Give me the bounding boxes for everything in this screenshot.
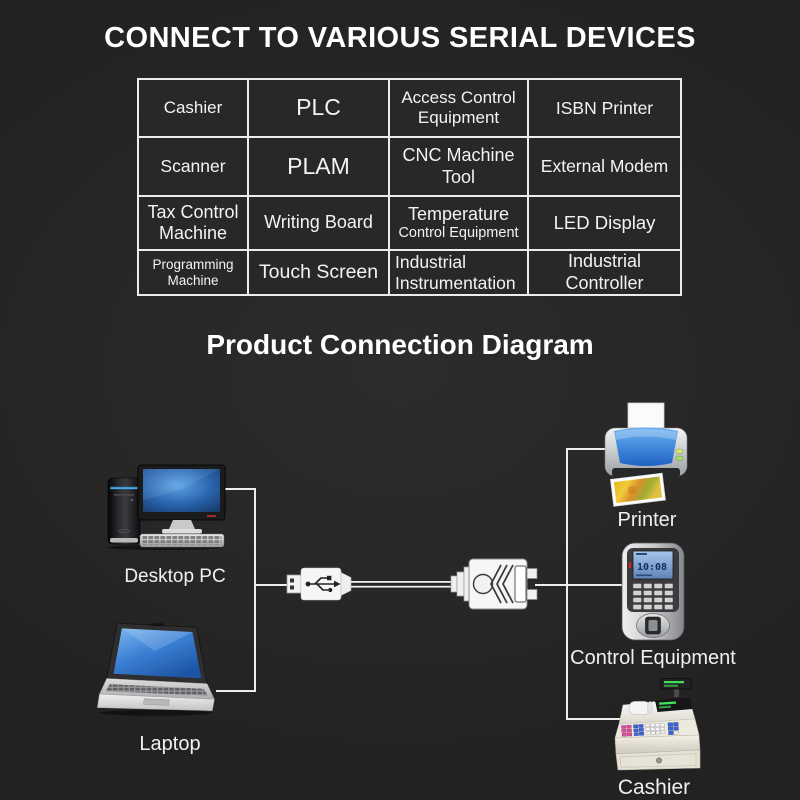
connector-line-cashier xyxy=(567,718,620,720)
table-cell: PLAM xyxy=(249,138,388,195)
cell-line: Programming xyxy=(152,256,234,272)
cell-line: PLAM xyxy=(287,152,350,179)
cell-line: Control Equipment xyxy=(398,225,519,242)
cash-register-icon xyxy=(614,678,701,771)
table-cell: PLC xyxy=(249,80,388,136)
cell-line: ISBN Printer xyxy=(555,97,654,118)
cell-line: Access Control xyxy=(401,87,516,107)
connector-line-laptop xyxy=(216,690,256,692)
cell-line: Touch Screen xyxy=(258,261,379,283)
cell-line: CNC Machine xyxy=(402,145,515,166)
cell-line: Controller xyxy=(565,272,644,293)
connection-diagram: 10:08 xyxy=(0,380,800,800)
connector-line-usb xyxy=(255,584,292,586)
cell-line: Industrial xyxy=(567,251,642,272)
table-cell: Scanner xyxy=(139,138,247,195)
desktop-pc-icon xyxy=(107,464,226,550)
table-cell: LED Display xyxy=(529,197,680,249)
cell-line: LED Display xyxy=(553,212,656,234)
cell-line: Industrial xyxy=(395,251,467,272)
control-equipment-label: Control Equipment xyxy=(570,647,736,669)
cell-line: Temperature xyxy=(407,203,510,224)
cell-line: Equipment xyxy=(417,108,500,127)
cell-line: Scanner xyxy=(160,156,226,177)
control-equipment-icon: 10:08 xyxy=(621,542,685,641)
usb-serial-cable-icon xyxy=(286,558,538,610)
connector-line-printer xyxy=(567,448,613,450)
cell-line: Writing Board xyxy=(264,212,373,233)
page-title: CONNECT TO VARIOUS SERIAL DEVICES xyxy=(104,22,696,54)
lcd-time-text: 10:08 xyxy=(637,562,667,573)
connector-line-serial xyxy=(535,584,568,586)
usb-symbol-icon xyxy=(308,577,334,591)
cell-line: Instrumentation xyxy=(395,272,516,293)
cell-line: Machine xyxy=(158,223,228,243)
cell-line: Cashier xyxy=(163,97,223,117)
connector-line-desktop xyxy=(224,488,256,490)
cell-line: Tax Control xyxy=(147,201,239,222)
table-cell: Writing Board xyxy=(249,197,388,249)
table-cell: External Modem xyxy=(529,138,680,195)
table-cell: Touch Screen xyxy=(249,251,388,294)
cell-line: External Modem xyxy=(540,156,669,177)
diagram-title: Product Connection Diagram xyxy=(206,329,594,360)
laptop-icon xyxy=(97,622,215,716)
cashier-label: Cashier xyxy=(617,776,691,799)
printer-label: Printer xyxy=(617,509,677,531)
printer-icon xyxy=(604,402,688,507)
cell-line: PLC xyxy=(296,94,341,121)
desktop-pc-label: Desktop PC xyxy=(124,566,226,587)
table-cell: Cashier xyxy=(139,80,247,136)
table-cell: ISBN Printer xyxy=(529,80,680,136)
cell-line: Machine xyxy=(167,272,219,288)
connector-line-control xyxy=(567,584,622,586)
laptop-label: Laptop xyxy=(139,733,201,755)
cell-line: Tool xyxy=(441,166,476,187)
connector-line-left-vertical xyxy=(254,488,256,692)
